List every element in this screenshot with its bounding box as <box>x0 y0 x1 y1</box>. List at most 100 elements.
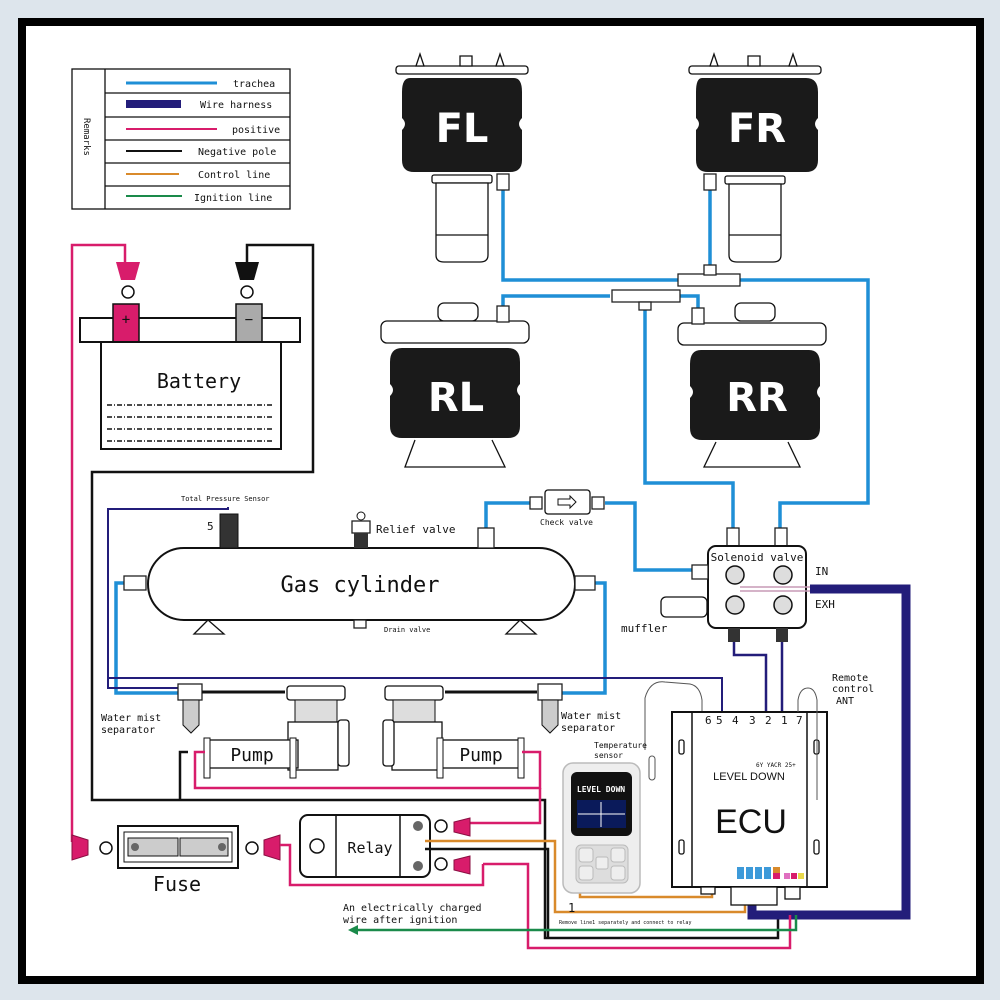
battery: + − Battery <box>70 243 780 940</box>
muffler <box>660 596 708 618</box>
legend-label-negative: Negative pole <box>198 147 276 158</box>
ignition-arrow-icon <box>348 925 358 935</box>
remote-button-4[interactable] <box>610 865 626 881</box>
tube-fl <box>501 190 680 282</box>
pump-left-label: Pump <box>230 745 273 766</box>
remote-controller: LEVEL DOWN <box>562 762 641 894</box>
relay-to-ecu-positive <box>483 862 792 950</box>
line1-note: Remove line1 separately and connect to r… <box>559 920 691 926</box>
pump-right-label: Pump <box>459 745 502 766</box>
pressure-sensor-pin: 5 <box>207 520 214 533</box>
solenoid-exh-label: EXH <box>815 598 835 611</box>
ignition-note-line-2: wire after ignition <box>343 915 457 926</box>
battery-body <box>100 341 282 450</box>
line1-marker: 1 <box>568 901 575 915</box>
pump-positive-wire <box>193 750 542 790</box>
airbag-rr: RR <box>677 302 827 468</box>
ecu-pin-3: 3 <box>749 714 756 727</box>
relay-label: Relay <box>347 839 392 857</box>
water-separator-right-label-1: Water mist <box>561 711 621 722</box>
tank-port-left <box>123 575 147 591</box>
ecu-pin-2: 2 <box>765 714 772 727</box>
ecu-label: ECU <box>715 803 787 841</box>
ecu-pin-6: 6 <box>705 714 712 727</box>
gas-cylinder: Gas cylinder Total Pressure Sensor 5 Rel… <box>107 495 596 689</box>
pressure-sensor <box>219 513 239 549</box>
ecu-pin-1: 1 <box>781 714 788 727</box>
tube-front-to-solenoid <box>740 278 870 530</box>
tube-tank-out <box>484 501 540 530</box>
pressure-sensor-wire <box>107 507 229 689</box>
relay-control-wire <box>425 839 747 914</box>
pressure-sensor-label: Total Pressure Sensor <box>181 495 270 503</box>
legend-label-trachea: trachea <box>233 79 275 90</box>
legend-label-wire-harness: Wire harness <box>200 100 272 111</box>
check-valve: Check valve <box>529 489 605 527</box>
solenoid-valve: Solenoid valve IN EXH muffler <box>621 527 835 642</box>
antenna-label-3: ANT <box>836 696 854 707</box>
ecu-body <box>671 711 828 888</box>
ecu-brand: LEVEL DOWN <box>713 771 785 783</box>
battery-positive-wire <box>70 243 127 838</box>
tee-fitting-front <box>677 273 741 287</box>
solenoid-valve-label: Solenoid valve <box>711 551 804 564</box>
tube-rl <box>501 294 610 310</box>
water-separator-left-fitting <box>177 683 203 701</box>
ecu-pin-5: 5 <box>716 714 723 727</box>
airbag-fitting-fr <box>703 173 717 191</box>
legend-swatch-wire-harness <box>126 100 181 108</box>
tube-rr <box>680 294 700 310</box>
relief-valve-label: Relief valve <box>376 523 455 536</box>
tube-left-separator <box>114 581 178 695</box>
ecu: 6 5 4 3 2 1 7 6Y YACR 25+ LEVEL DOWN ECU <box>671 711 828 906</box>
solenoid-in-label: IN <box>815 565 828 578</box>
remote-button-1[interactable] <box>578 847 594 863</box>
antenna <box>797 687 818 800</box>
water-separator-left-label-1: Water mist <box>101 713 161 724</box>
tank-port-right <box>574 575 596 591</box>
temperature-sensor <box>648 755 656 781</box>
remote-button-2[interactable] <box>610 847 626 863</box>
ignition-wire <box>355 915 798 932</box>
gas-cylinder-label: Gas cylinder <box>281 573 440 598</box>
negative-terminal-clamp <box>235 262 259 280</box>
wire-harness-solenoid <box>747 584 911 920</box>
temperature-sensor-label-2: sensor <box>594 751 623 760</box>
airbag-label-fl: FL <box>436 106 489 152</box>
airbag-fl: FL <box>395 51 529 263</box>
airbag-fitting-rr <box>691 307 705 325</box>
antenna-label-1: Remote <box>832 673 868 684</box>
remote-button-3[interactable] <box>578 865 594 881</box>
drain-valve <box>353 619 367 629</box>
antenna-label-2: control <box>832 684 874 695</box>
check-valve-label: Check valve <box>540 518 593 527</box>
legend: Remarks trachea Wire harness positive Ne… <box>71 68 291 210</box>
airbag-label-rr: RR <box>726 375 788 421</box>
relief-valve <box>354 533 368 548</box>
water-separator-left-label-2: separator <box>101 725 155 736</box>
remote-brand: LEVEL DOWN <box>577 785 625 794</box>
battery-negative-symbol: − <box>245 312 253 328</box>
airbag-fitting-fl <box>496 173 510 191</box>
pump-left: Water mist separator Pump <box>101 683 350 779</box>
tube-right-separator <box>560 581 607 695</box>
fuse: Fuse <box>70 825 281 896</box>
tee-fittings <box>611 264 741 311</box>
battery-label: Battery <box>157 369 241 393</box>
airbag-fr: FR <box>688 51 822 263</box>
fuse-to-relay-wire <box>280 843 485 887</box>
legend-label-positive: positive <box>232 125 280 136</box>
remote-button-center[interactable] <box>595 856 609 870</box>
airbag-label-fr: FR <box>728 106 786 152</box>
fuse-label: Fuse <box>153 872 201 896</box>
tube-check-to-solenoid <box>605 501 692 572</box>
airbag-label-rl: RL <box>428 375 484 421</box>
pump-right-body <box>439 739 523 769</box>
legend-label-ignition: Ignition line <box>194 193 272 204</box>
legend-label-control: Control line <box>198 170 270 181</box>
water-separator-right-fitting <box>537 683 563 701</box>
temperature-sensor-label-1: Temperature <box>594 741 647 750</box>
tube-rear-to-solenoid <box>643 306 735 530</box>
relay-body <box>299 814 431 878</box>
